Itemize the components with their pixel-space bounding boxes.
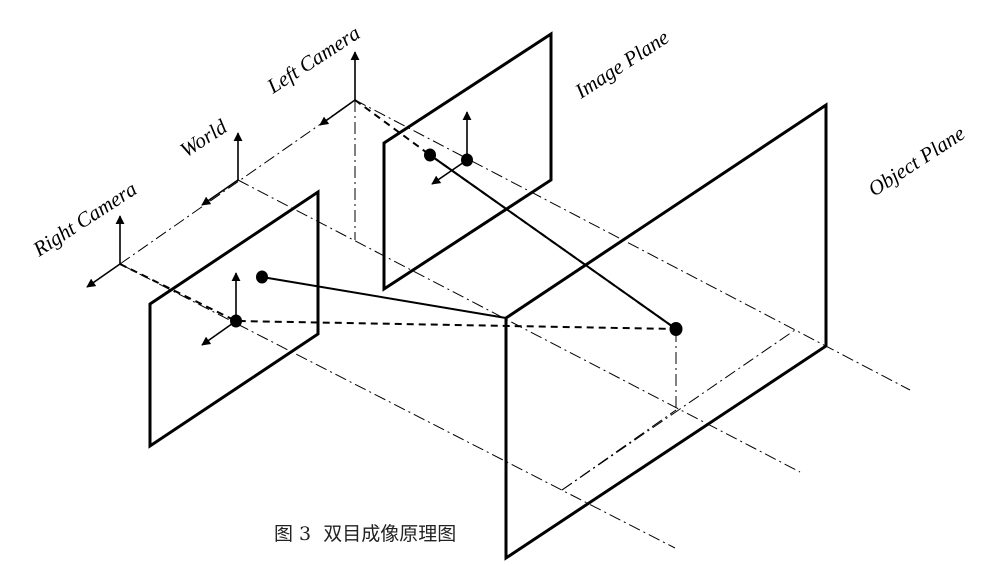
baseline-axis — [119, 99, 356, 265]
right-image-projected-point — [256, 270, 268, 284]
left-image-plane — [382, 31, 553, 292]
left-camera-side-arrow — [319, 99, 356, 126]
right-image-plane — [148, 189, 320, 449]
world-side-arrow — [201, 179, 239, 206]
object-plane-label: Object Plane — [864, 121, 970, 201]
right-image-frame — [201, 272, 241, 346]
left-camera-frame — [319, 51, 360, 126]
figure-caption: 图 3 双目成像原理图 — [274, 523, 456, 545]
left-image-frame — [431, 111, 472, 185]
right-camera-optical-axis — [119, 263, 676, 549]
left-camera-label: Left Camera — [262, 21, 364, 99]
right-camera-side-arrow — [86, 263, 121, 288]
image-plane-label: Image Plane — [570, 25, 673, 104]
left-projection-line — [429, 154, 677, 330]
object-point — [669, 322, 683, 336]
object-point-floor-line — [561, 409, 677, 491]
right-image-side-arrow — [201, 320, 237, 346]
right-ray-dashed — [119, 263, 677, 330]
right-camera-frame — [86, 215, 125, 288]
right-projection-line — [261, 276, 507, 319]
left-image-side-arrow — [431, 159, 468, 185]
object-plane — [504, 102, 828, 561]
world-label: World — [176, 114, 232, 162]
world-frame — [201, 132, 243, 206]
right-camera-label: Right Camera — [28, 177, 141, 262]
right-image-center-point — [230, 314, 242, 328]
left-image-center-point — [461, 153, 473, 167]
object-plane-floor-line — [561, 329, 796, 491]
left-image-projected-point — [424, 148, 436, 162]
left-camera-optical-axis — [354, 99, 911, 391]
